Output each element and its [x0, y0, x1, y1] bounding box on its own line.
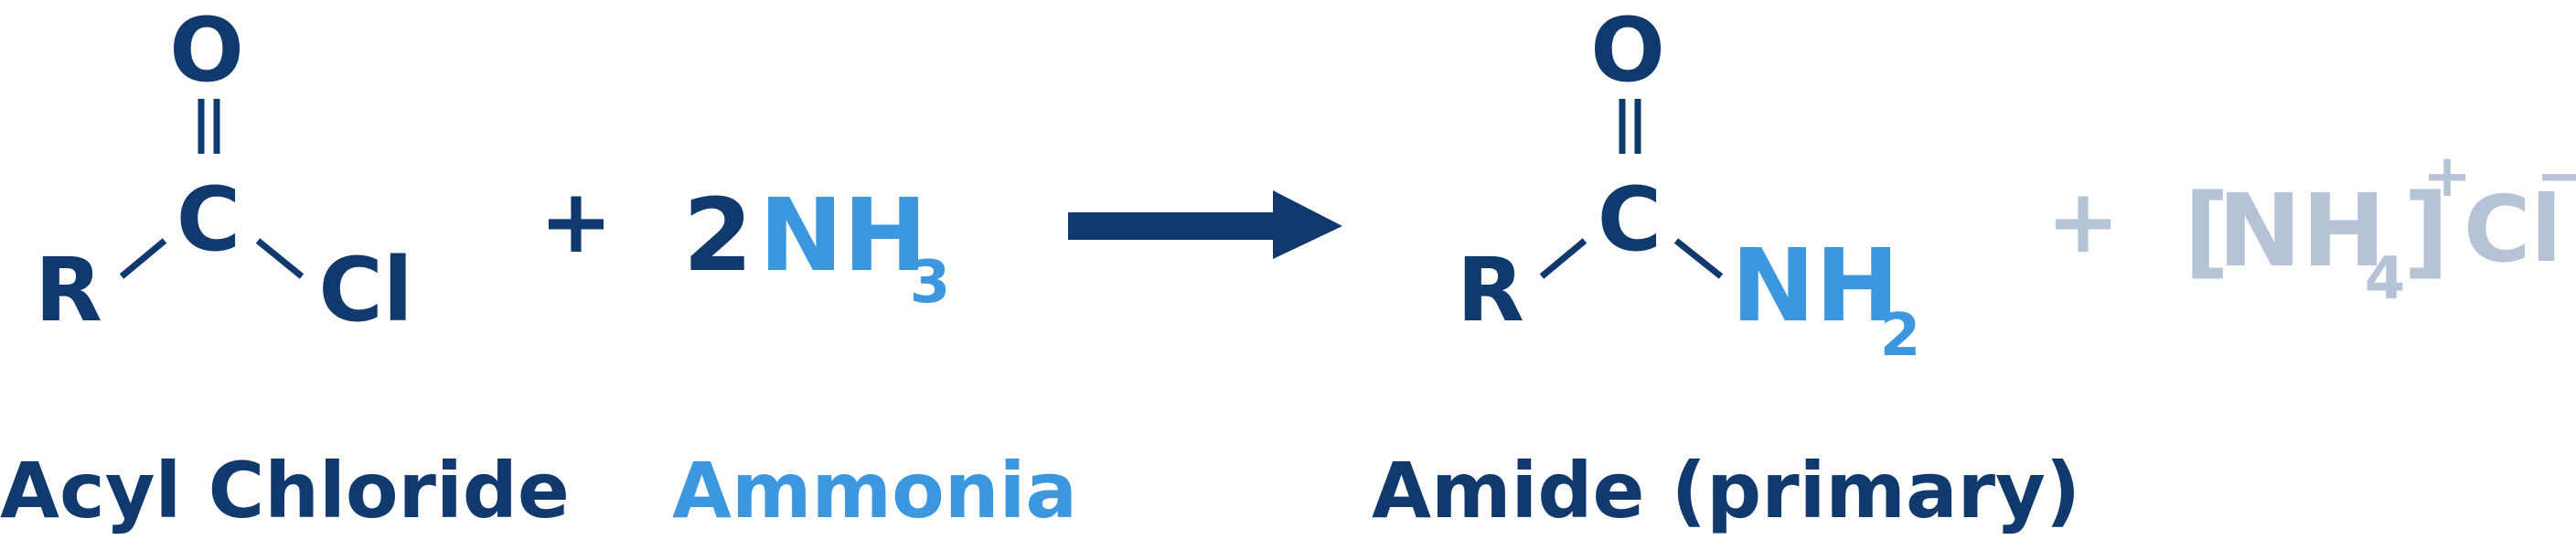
amide-structure: O C R NH 2: [1457, 0, 1920, 370]
amide-subscript: 2: [1880, 302, 1921, 370]
ammonium-nh: NH: [2218, 172, 2386, 289]
acyl-chloride-structure: O C R Cl: [35, 0, 413, 341]
ammonia-coefficient: 2: [683, 177, 754, 294]
acyl-bond-cl: [255, 238, 305, 279]
acyl-bond-r: [119, 238, 167, 279]
arrow-shaft: [1068, 212, 1280, 240]
amide-nh: NH: [1731, 227, 1899, 344]
amide-r-group: R: [1457, 239, 1524, 341]
ammonia-formula: 2 NH 3: [683, 177, 951, 317]
label-amide: Amide (primary): [1372, 446, 2080, 535]
label-acyl-chloride: Acyl Chloride: [0, 446, 570, 535]
ammonia-subscript: 3: [910, 249, 951, 317]
ammonium-chloride-formula: [ NH 4 ] + Cl −: [2184, 143, 2576, 313]
chloride-symbol: Cl: [2464, 176, 2562, 283]
plus-sign-1: +: [540, 170, 613, 273]
label-ammonia: Ammonia: [672, 446, 1077, 535]
acyl-chlorine: Cl: [318, 239, 412, 341]
amide-bond-n: [1673, 238, 1724, 279]
ammonia-nh: NH: [759, 177, 927, 294]
amide-oxygen: O: [1590, 0, 1665, 102]
ammonium-positive-charge: +: [2422, 143, 2472, 211]
chloride-negative-charge: −: [2536, 143, 2576, 211]
amide-bond-r: [1539, 238, 1587, 279]
ammonium-close-bracket: ]: [2403, 172, 2449, 289]
acyl-oxygen: O: [169, 0, 244, 102]
acyl-r-group: R: [35, 239, 102, 341]
acyl-carbon: C: [176, 168, 240, 271]
plus-sign-2: +: [2047, 170, 2120, 273]
amide-carbon: C: [1598, 168, 1662, 271]
ammonium-open-bracket: [: [2184, 172, 2229, 289]
reaction-arrow: [1068, 190, 1342, 259]
arrow-head: [1273, 190, 1342, 259]
ammonium-subscript: 4: [2365, 245, 2406, 313]
